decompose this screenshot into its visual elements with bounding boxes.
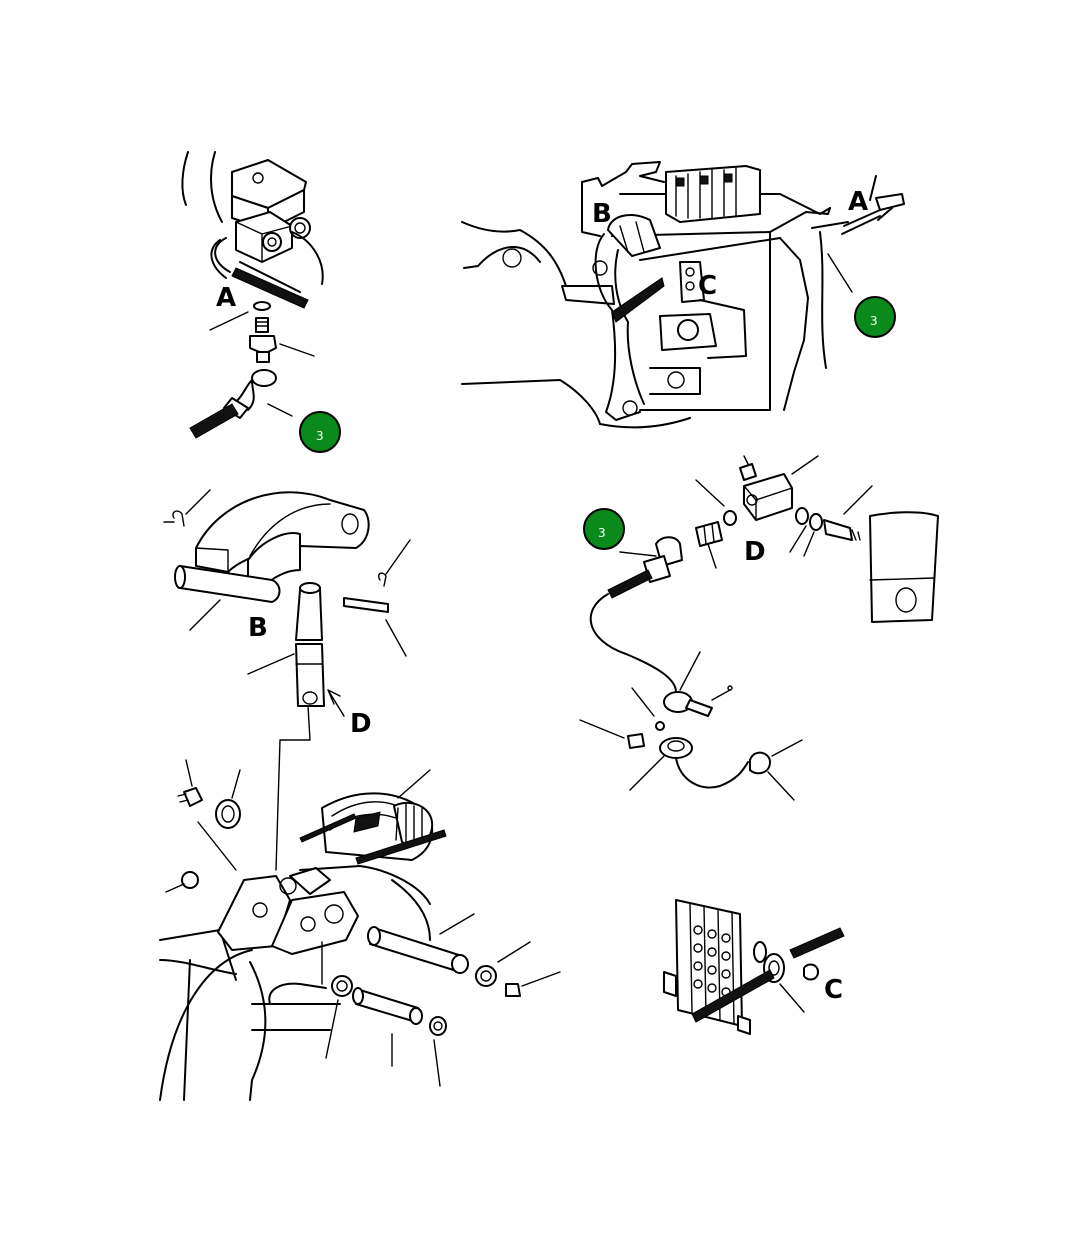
callout-number: 3 [870, 314, 878, 328]
valve-fitting-assembly [181, 151, 324, 439]
label-c-terminal: C [824, 975, 843, 1005]
detail-labels: A B C A B D D C [216, 187, 868, 1005]
callout-badge-top-right: 3 [854, 296, 896, 338]
callout-number: 3 [598, 526, 606, 540]
label-d-sensor: D [744, 537, 766, 567]
label-b-guard: B [248, 613, 268, 643]
callout-number: 3 [316, 429, 324, 443]
callout-badge-top-left: 3 [299, 411, 341, 453]
callout-circle [299, 411, 341, 453]
pivot-bracket-assembly [159, 759, 561, 1101]
label-a-top-right: A [848, 187, 868, 217]
loader-frame-assembly [461, 161, 905, 429]
sensor-cable-assembly [579, 455, 939, 801]
label-d-link: D [350, 709, 372, 739]
label-a-top-left: A [216, 283, 236, 313]
callout-badge-middle-right: 3 [583, 508, 625, 550]
callout-circle [854, 296, 896, 338]
terminal-strip-assembly [663, 899, 845, 1035]
guard-link-assembly [163, 489, 411, 871]
label-b-top-right: B [592, 199, 612, 229]
callout-circle [583, 508, 625, 550]
label-c-top-right: C [698, 271, 717, 301]
